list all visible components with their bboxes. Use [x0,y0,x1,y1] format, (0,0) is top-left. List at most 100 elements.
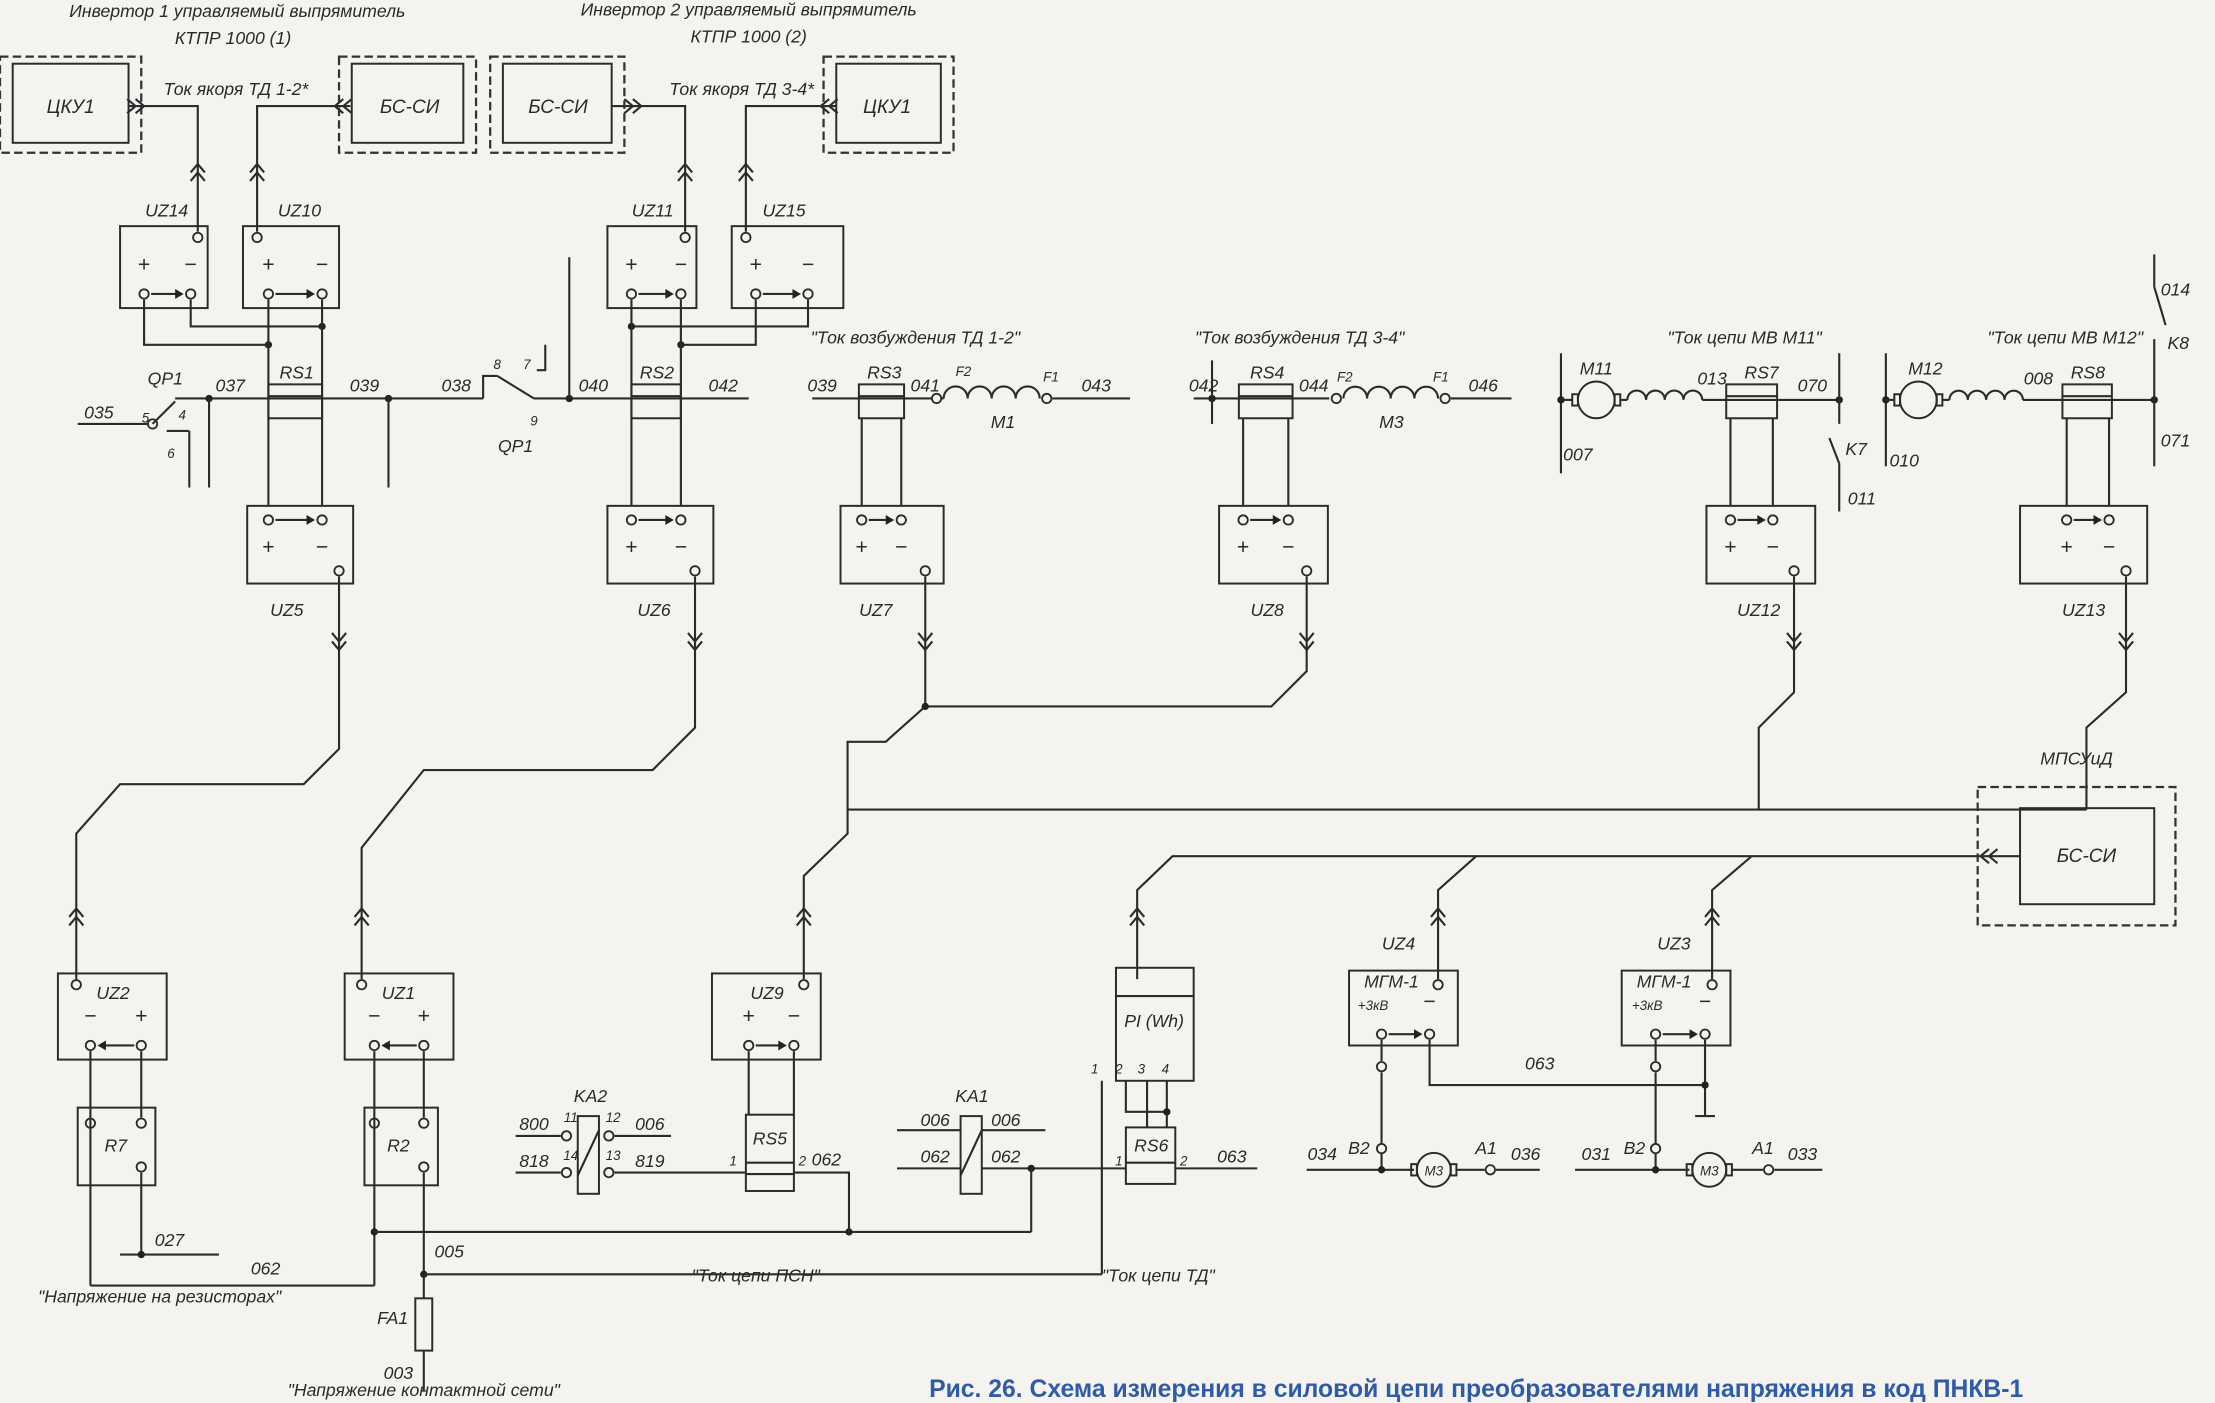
junction-dot [1163,1108,1171,1116]
signal-route [1711,855,1753,980]
wire [1124,1080,1167,1113]
signal-route [1757,649,1796,810]
inverter2-label: Инвертор 2 управляемый выпрямитель [581,0,917,20]
mv-m12-label: "Ток цепи МВ М12" [1987,327,2143,347]
pi-1-label: 1 [1091,1062,1098,1077]
plus-sign: + [625,253,637,276]
cku1-b-label: ЦКУ1 [863,97,911,118]
qp1-b-label: QP1 [498,436,533,456]
converter-uz12 [1705,504,1817,585]
w062-d-label: 062 [991,1147,1021,1167]
rs8-label: RS8 [2071,363,2106,383]
minus-sign: − [2103,536,2115,559]
double-chevron-left-icon [1978,848,1999,865]
terminal [740,231,752,244]
fuse-fa1 [414,1297,434,1352]
ka2-14-label: 14 [563,1148,578,1163]
plus-sign: + [262,253,274,276]
bssi-block-1-frame [337,55,478,154]
shunt-rs4 [1237,383,1294,420]
cku1-left-block [11,62,130,144]
terminal [333,565,345,577]
w010-label: 010 [1890,450,1920,470]
terminal [625,288,638,300]
converter-uz1 [343,972,455,1061]
wire [680,299,757,346]
terminal [1439,392,1451,405]
signal-route [802,649,927,980]
w039-a-label: 039 [350,375,380,395]
w005-label: 005 [434,1241,464,1261]
terminal [856,514,868,526]
terminal [802,288,814,300]
signal-route [2085,649,2128,810]
terminal [135,1117,147,1129]
plus-sign: + [262,536,274,559]
minus-sign: − [368,1005,380,1028]
minus-sign: − [1699,991,1711,1014]
minus-sign: − [895,536,907,559]
motor-brush [1685,1163,1694,1177]
double-chevron-up-icon [1704,906,1720,927]
converter-uz8 [1218,504,1329,585]
junction-dot [1651,1166,1660,1174]
relay-diagonal [959,1129,983,1176]
w042-b-label: 042 [1189,375,1219,395]
terminal [70,979,82,991]
shunt-rs8 [2061,383,2113,420]
p7-label: 7 [523,357,531,372]
mpsuid-label: МПСУиД [2040,748,2113,768]
w063-b-label: 063 [1525,1053,1555,1073]
uz2-label: UZ2 [96,983,130,1003]
terminal [2061,514,2073,526]
terminal [418,1117,430,1129]
p8-label: 8 [494,357,502,372]
uz5-label: UZ5 [270,600,304,620]
hv-b-label: +3кВ [1632,998,1663,1013]
terminal [1041,392,1053,405]
rs5-1-label: 1 [729,1154,736,1169]
junction-dot [1377,1166,1386,1174]
signal-route [925,649,1308,708]
cku1-a-label: ЦКУ1 [47,97,95,118]
armature-12-label: Ток якоря ТД 1-2* [164,79,310,99]
converter-uz5 [246,504,355,585]
w033-label: 033 [1788,1144,1818,1164]
bssi-block-2-frame [489,55,626,154]
terminal [1763,1164,1775,1176]
minus-sign: − [84,1005,96,1028]
w006-c-label: 006 [991,1110,1021,1130]
terminal [675,514,687,526]
bssi-b-label: БС-СИ [528,97,588,118]
w063-a-label: 063 [1217,1147,1247,1167]
terminal [930,392,943,405]
double-chevron-up-icon [1430,906,1446,927]
uz4-label: UZ4 [1382,933,1416,953]
m12-label: M12 [1908,358,1943,378]
minus-sign: − [1767,536,1779,559]
relay-ka1-coil [959,1115,983,1195]
wire [128,105,199,232]
arrow-head-icon [1414,1029,1423,1040]
motor-symbol [1576,380,1616,420]
coil-winding [1948,389,2024,401]
rs3-label: RS3 [867,363,902,383]
converter-uz9 [710,972,822,1061]
arrow-head-icon [1689,1029,1698,1040]
resistors-label: "Напряжение на резисторах" [38,1287,282,1307]
w041-label: 041 [911,375,940,395]
converter-uz14 [119,225,209,310]
plus-sign: + [135,1005,147,1028]
mgm-b-label: МГМ-1 [1637,972,1692,992]
w039-b-label: 039 [807,375,837,395]
converter-uz11 [606,225,698,310]
bssi-c-label: БС-СИ [2057,846,2117,867]
terminal [356,979,368,991]
ka2-11-label: 11 [564,1110,578,1125]
converter-uz13 [2019,504,2149,585]
terminal [1375,1143,1388,1155]
wire [536,344,547,372]
w035-label: 035 [84,402,114,422]
w003-label: 003 [384,1363,414,1383]
b2-a-label: B2 [1348,1138,1370,1158]
